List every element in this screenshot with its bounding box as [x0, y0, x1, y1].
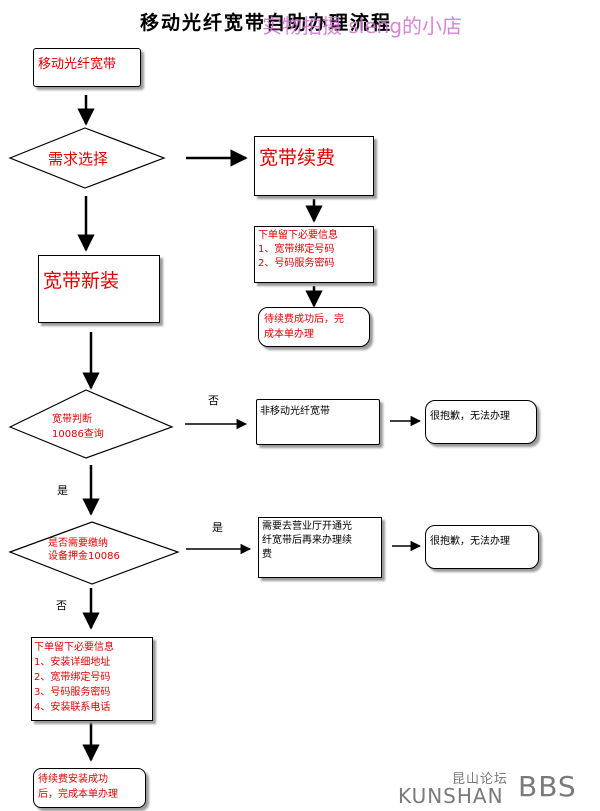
watermark-bottom-cn: 昆山论坛	[452, 772, 509, 787]
start-node-label: 移动光纤宽带	[38, 57, 117, 72]
new-info-label: 下单留下必要信息 1、安装详细地址 2、宽带绑定号码 3、号码服务密码 4、安装…	[34, 642, 114, 713]
page-title: 移动光纤宽带自助办理流程	[140, 12, 393, 34]
renew-done-node: 待续费成功后，完 成本单办理	[258, 307, 370, 347]
watermark-bottom-en: KUNSHAN	[398, 784, 504, 808]
renew-node: 宽带续费	[254, 136, 374, 196]
new-info-node: 下单留下必要信息 1、安装详细地址 2、宽带绑定号码 3、号码服务密码 4、安装…	[31, 637, 153, 721]
renew-info-node: 下单留下必要信息 1、宽带绑定号码 2、号码服务密码	[254, 226, 374, 283]
new-install-label: 宽带新装	[43, 270, 120, 292]
deposit-diamond	[8, 521, 180, 585]
watermark-bottom-bbs: BBS	[518, 770, 577, 803]
non-mobile-label: 非移动光纤宽带	[260, 406, 330, 417]
edge-label-yes1: 是	[57, 484, 68, 497]
new-done-node: 待续费安装成功 后，完成本单办理	[33, 768, 146, 808]
renew-done-label: 待续费成功后，完 成本单办理	[264, 314, 344, 340]
demand-diamond	[8, 127, 166, 189]
non-mobile-node: 非移动光纤宽带	[256, 399, 380, 445]
edge-label-no1: 否	[208, 394, 219, 407]
go-hall-label: 需要去营业厅开通光 纤宽带后再来办理续 费	[262, 521, 352, 560]
judge-node-label: 宽带判断 10086查询	[52, 414, 104, 440]
go-hall-node: 需要去营业厅开通光 纤宽带后再来办理续 费	[258, 517, 382, 578]
deposit-node-label: 是否需要缴纳 设备押金10086	[48, 538, 120, 562]
renew-node-label: 宽带续费	[259, 147, 336, 169]
sorry2-label: 很抱歉，无法办理	[430, 536, 510, 547]
sorry1-label: 很抱歉，无法办理	[430, 411, 510, 422]
judge-diamond	[8, 389, 174, 459]
edge-label-no2: 否	[56, 599, 67, 612]
edge-label-yes2: 是	[212, 521, 223, 534]
watermark-top: 实物拍摄 sleng的小店	[262, 14, 463, 38]
renew-info-label: 下单留下必要信息 1、宽带绑定号码 2、号码服务密码	[258, 230, 338, 269]
sorry1-node: 很抱歉，无法办理	[425, 400, 537, 444]
demand-node-label: 需求选择	[48, 150, 109, 168]
sorry2-node: 很抱歉，无法办理	[425, 525, 539, 569]
start-node: 移动光纤宽带	[33, 48, 141, 87]
new-done-label: 待续费安装成功 后，完成本单办理	[38, 774, 118, 800]
new-install-node: 宽带新装	[38, 255, 160, 323]
